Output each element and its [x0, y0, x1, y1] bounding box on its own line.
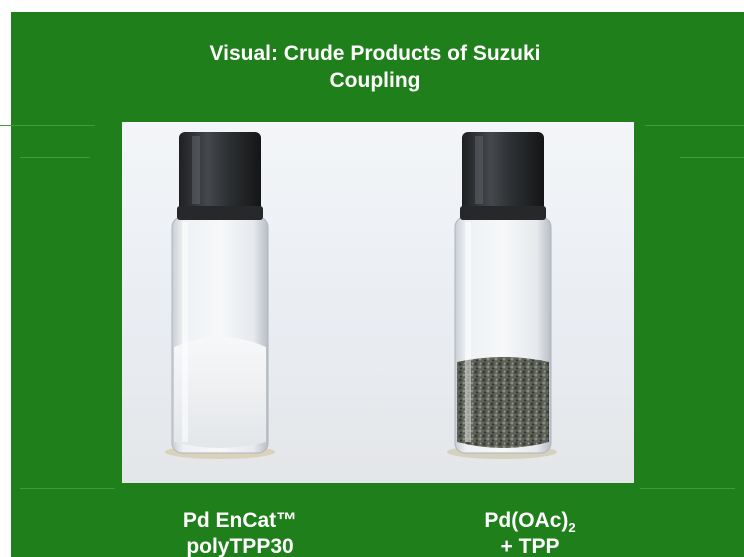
- slide-border-top: [0, 0, 744, 12]
- slide-border-left: [0, 0, 11, 557]
- rule-left-lower: [20, 157, 90, 158]
- caption-right-line-1: Pd(OAc)2: [440, 508, 620, 534]
- vials-photo: [122, 122, 634, 483]
- vials-illustration: [165, 132, 557, 459]
- caption-left-line-1: Pd EnCat™: [182, 509, 298, 532]
- left-vial: [171, 132, 269, 454]
- title-line-1: Visual: Crude Products of Suzuki: [209, 42, 541, 65]
- rule-left-upper: [0, 125, 95, 126]
- caption-right-line-2: + TPP: [500, 535, 560, 557]
- rule-bottom-left: [20, 488, 115, 489]
- caption-left-line-2: polyTPP30: [186, 535, 294, 557]
- right-vial: [454, 132, 552, 454]
- rule-bottom-right: [640, 488, 735, 489]
- caption-right-formula: Pd(OAc): [484, 509, 569, 532]
- caption-right-subscript: 2: [568, 520, 576, 536]
- caption-left: Pd EnCat™ polyTPP30: [140, 508, 340, 557]
- rule-right-lower: [680, 157, 744, 158]
- caption-right: Pd(OAc)2 + TPP: [440, 508, 620, 557]
- title-line-2: Coupling: [329, 69, 421, 92]
- rule-right-upper: [645, 125, 744, 126]
- slide-title: Visual: Crude Products of Suzuki Couplin…: [140, 40, 610, 94]
